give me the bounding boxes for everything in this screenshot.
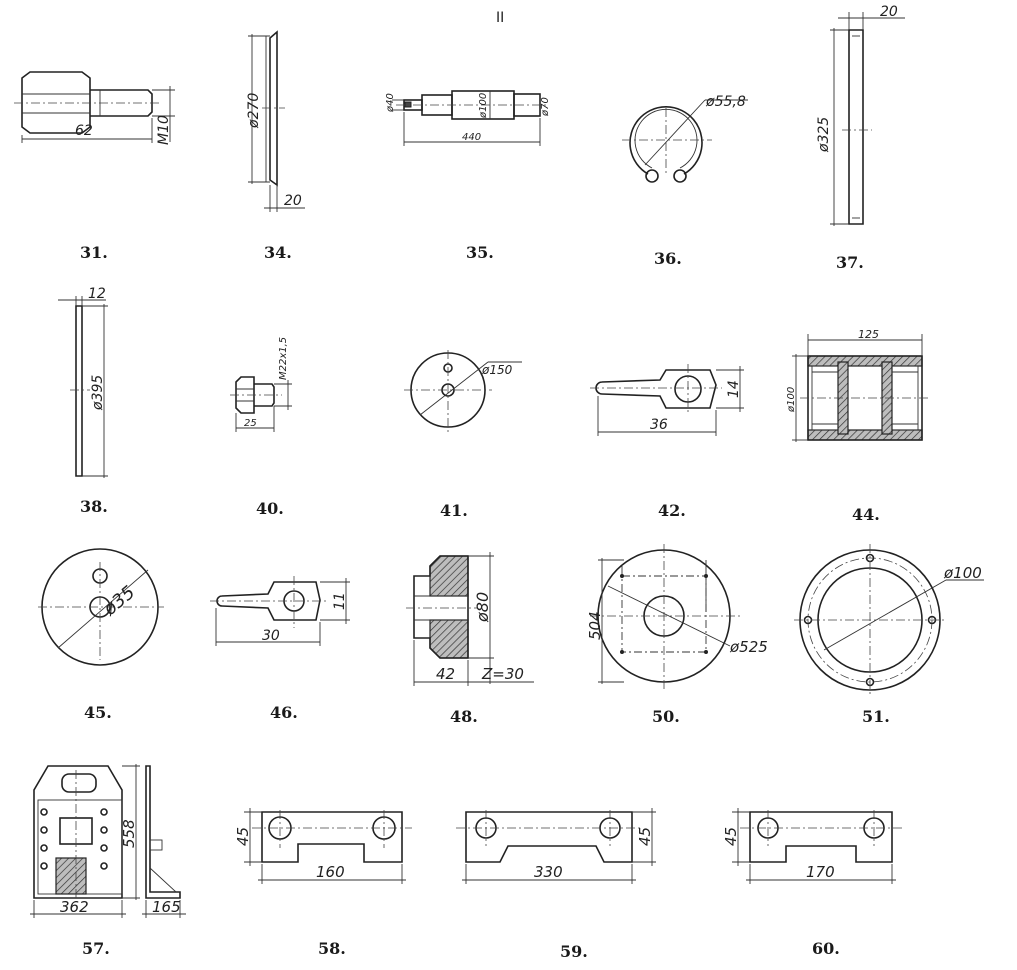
part-number-45: 45. [84, 703, 112, 722]
dim-50-height: 504 [586, 611, 604, 640]
dim-42-length: 36 [650, 417, 668, 433]
part-51-ring: ø100 [794, 544, 984, 696]
part-number-40: 40. [256, 499, 284, 518]
part-number-60: 60. [812, 939, 840, 958]
part-31-bolt: 62 M10 [14, 71, 175, 145]
part-57-bracket: 558 362 165 [30, 764, 186, 918]
dim-60-height: 45 [722, 827, 740, 846]
dim-57-width: 362 [60, 898, 89, 916]
dim-35-d100: ø100 [478, 93, 489, 119]
part-50-flange: 504 ø525 [586, 544, 768, 690]
dim-59-length: 330 [534, 863, 563, 881]
dim-31-thread: M10 [156, 115, 172, 145]
dim-57-depth: 165 [152, 898, 181, 916]
part-number-42: 42. [658, 501, 686, 520]
part-number-37: 37. [836, 253, 864, 272]
part-42-lever: 14 36 [590, 364, 744, 436]
part-45-disc: ø35 [38, 548, 164, 666]
part-number-59: 59. [560, 942, 588, 961]
part-59-plate: 45 330 [456, 808, 656, 884]
part-number-41: 41. [440, 501, 468, 520]
dim-36-diameter: ø55,8 [705, 94, 746, 110]
dim-35-d70: ø70 [540, 97, 551, 117]
dim-44-length: 125 [858, 328, 879, 341]
part-number-51: 51. [862, 707, 890, 726]
part-number-48: 48. [450, 707, 478, 726]
dim-48-teeth: Z=30 [481, 665, 524, 683]
dim-45-diameter: ø35 [99, 582, 139, 621]
dim-37-diameter: ø325 [816, 117, 832, 153]
dim-59-height: 45 [636, 827, 654, 846]
dim-35-d40: ø40 [385, 93, 396, 113]
dim-38-width: 12 [88, 286, 106, 302]
part-number-46: 46. [270, 703, 298, 722]
dim-51-diameter: ø100 [943, 564, 982, 582]
dim-58-length: 160 [316, 863, 345, 881]
part-44-bushing: 125 ø100 [786, 328, 930, 442]
part-60-plate: 45 170 [722, 808, 902, 884]
part-38-disc: 12 ø395 [58, 286, 108, 478]
dim-40-length: 25 [244, 418, 257, 429]
part-number-57: 57. [82, 939, 110, 958]
part-number-50: 50. [652, 707, 680, 726]
part-number-34: 34. [264, 243, 292, 262]
dim-44-diameter: ø100 [786, 387, 797, 413]
dim-58-height: 45 [234, 827, 252, 846]
dim-48-diameter: ø80 [473, 592, 492, 623]
dim-34-width: 20 [284, 193, 302, 209]
dim-46-length: 30 [262, 628, 280, 644]
part-number-35: 35. [466, 243, 494, 262]
part-number-44: 44. [852, 505, 880, 524]
dim-42-height: 14 [726, 380, 742, 398]
part-58-plate: 45 160 [234, 808, 412, 884]
dim-38-diameter: ø395 [90, 375, 106, 411]
dim-41-diameter: ø150 [481, 363, 513, 377]
part-41-disc: ø150 [404, 350, 522, 432]
part-number-31: 31. [80, 243, 108, 262]
part-35-shaft: ø40 ø100 ø70 440 [385, 90, 551, 146]
part-37-disc: 20 ø325 [816, 4, 905, 226]
sheet-header: II [496, 10, 504, 26]
dim-48-width: 42 [436, 665, 455, 683]
dim-57-height: 558 [120, 819, 138, 848]
dim-50-diameter: ø525 [729, 638, 768, 656]
dim-46-height: 11 [332, 592, 348, 610]
dim-37-width: 20 [880, 4, 898, 20]
dim-60-length: 170 [806, 863, 835, 881]
dim-40-thread: M22x1,5 [278, 337, 289, 380]
part-34-disc: ø270 20 [246, 30, 305, 212]
part-number-36: 36. [654, 249, 682, 268]
part-40-plug: M22x1,5 25 [230, 337, 292, 432]
dim-31-length: 62 [75, 123, 93, 139]
dim-34-diameter: ø270 [246, 93, 262, 129]
dim-35-length: 440 [462, 132, 481, 143]
part-36-circlip: ø55,8 [622, 94, 748, 183]
part-number-38: 38. [80, 497, 108, 516]
part-48-gear: ø80 42 Z=30 [406, 552, 534, 686]
part-46-lever: 11 30 [210, 576, 350, 646]
part-number-58: 58. [318, 939, 346, 958]
